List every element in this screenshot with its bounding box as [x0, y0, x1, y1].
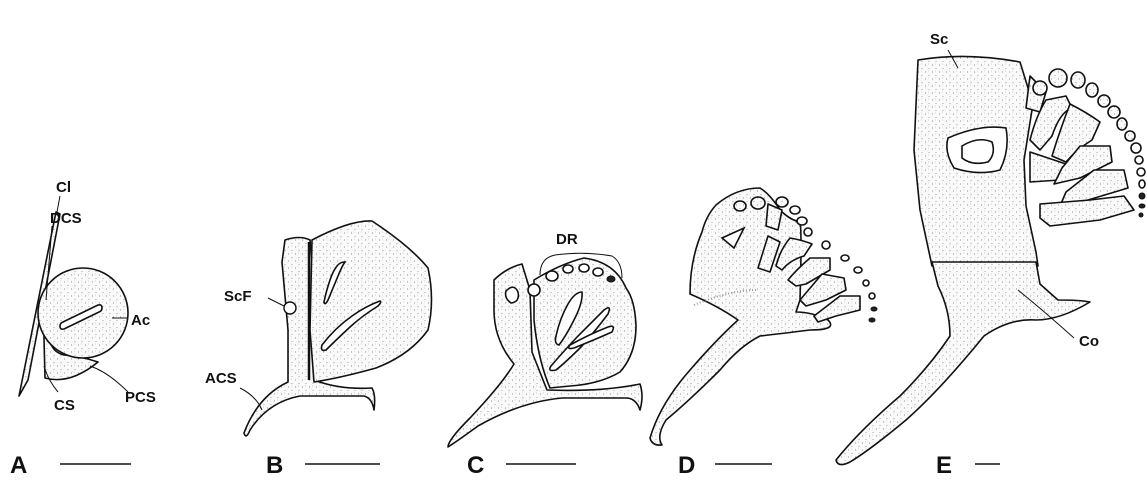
- label-cs: CS: [54, 397, 75, 414]
- panel-b: ScF ACS B: [205, 221, 432, 479]
- label-pcs: PCS: [125, 389, 156, 406]
- label-sc: Sc: [930, 31, 948, 48]
- panel-letter-e: E: [936, 452, 952, 479]
- radials-e: [1026, 76, 1134, 226]
- panel-letter-a: A: [10, 452, 27, 479]
- label-cl: Cl: [56, 179, 71, 196]
- scapular-fenestra-inner: [962, 140, 993, 164]
- label-dr: DR: [556, 231, 578, 248]
- panel-d: D: [650, 188, 877, 479]
- coracoid-plate-b: [310, 221, 432, 382]
- coracoid-e: [836, 262, 1090, 465]
- label-co: Co: [1079, 333, 1099, 350]
- leader-scf: [268, 298, 284, 306]
- panel-letter-c: C: [467, 452, 484, 479]
- label-acs: ACS: [205, 370, 237, 387]
- panel-a: Cl DCS Ac CS PCS A: [10, 179, 156, 479]
- leader-pcs: [90, 366, 128, 392]
- panel-c: DR C: [448, 231, 642, 479]
- panel-letter-d: D: [678, 452, 695, 479]
- panel-letter-b: B: [266, 452, 283, 479]
- label-scf: ScF: [224, 288, 252, 305]
- supracoracoid-foramen-b: [284, 302, 296, 314]
- scapulocoracoid-d: [650, 188, 831, 445]
- supracoracoid-foramen-c: [506, 287, 519, 303]
- panel-e: Sc Co E: [836, 31, 1145, 479]
- label-dcs: DCS: [50, 210, 82, 227]
- label-ac: Ac: [131, 312, 150, 329]
